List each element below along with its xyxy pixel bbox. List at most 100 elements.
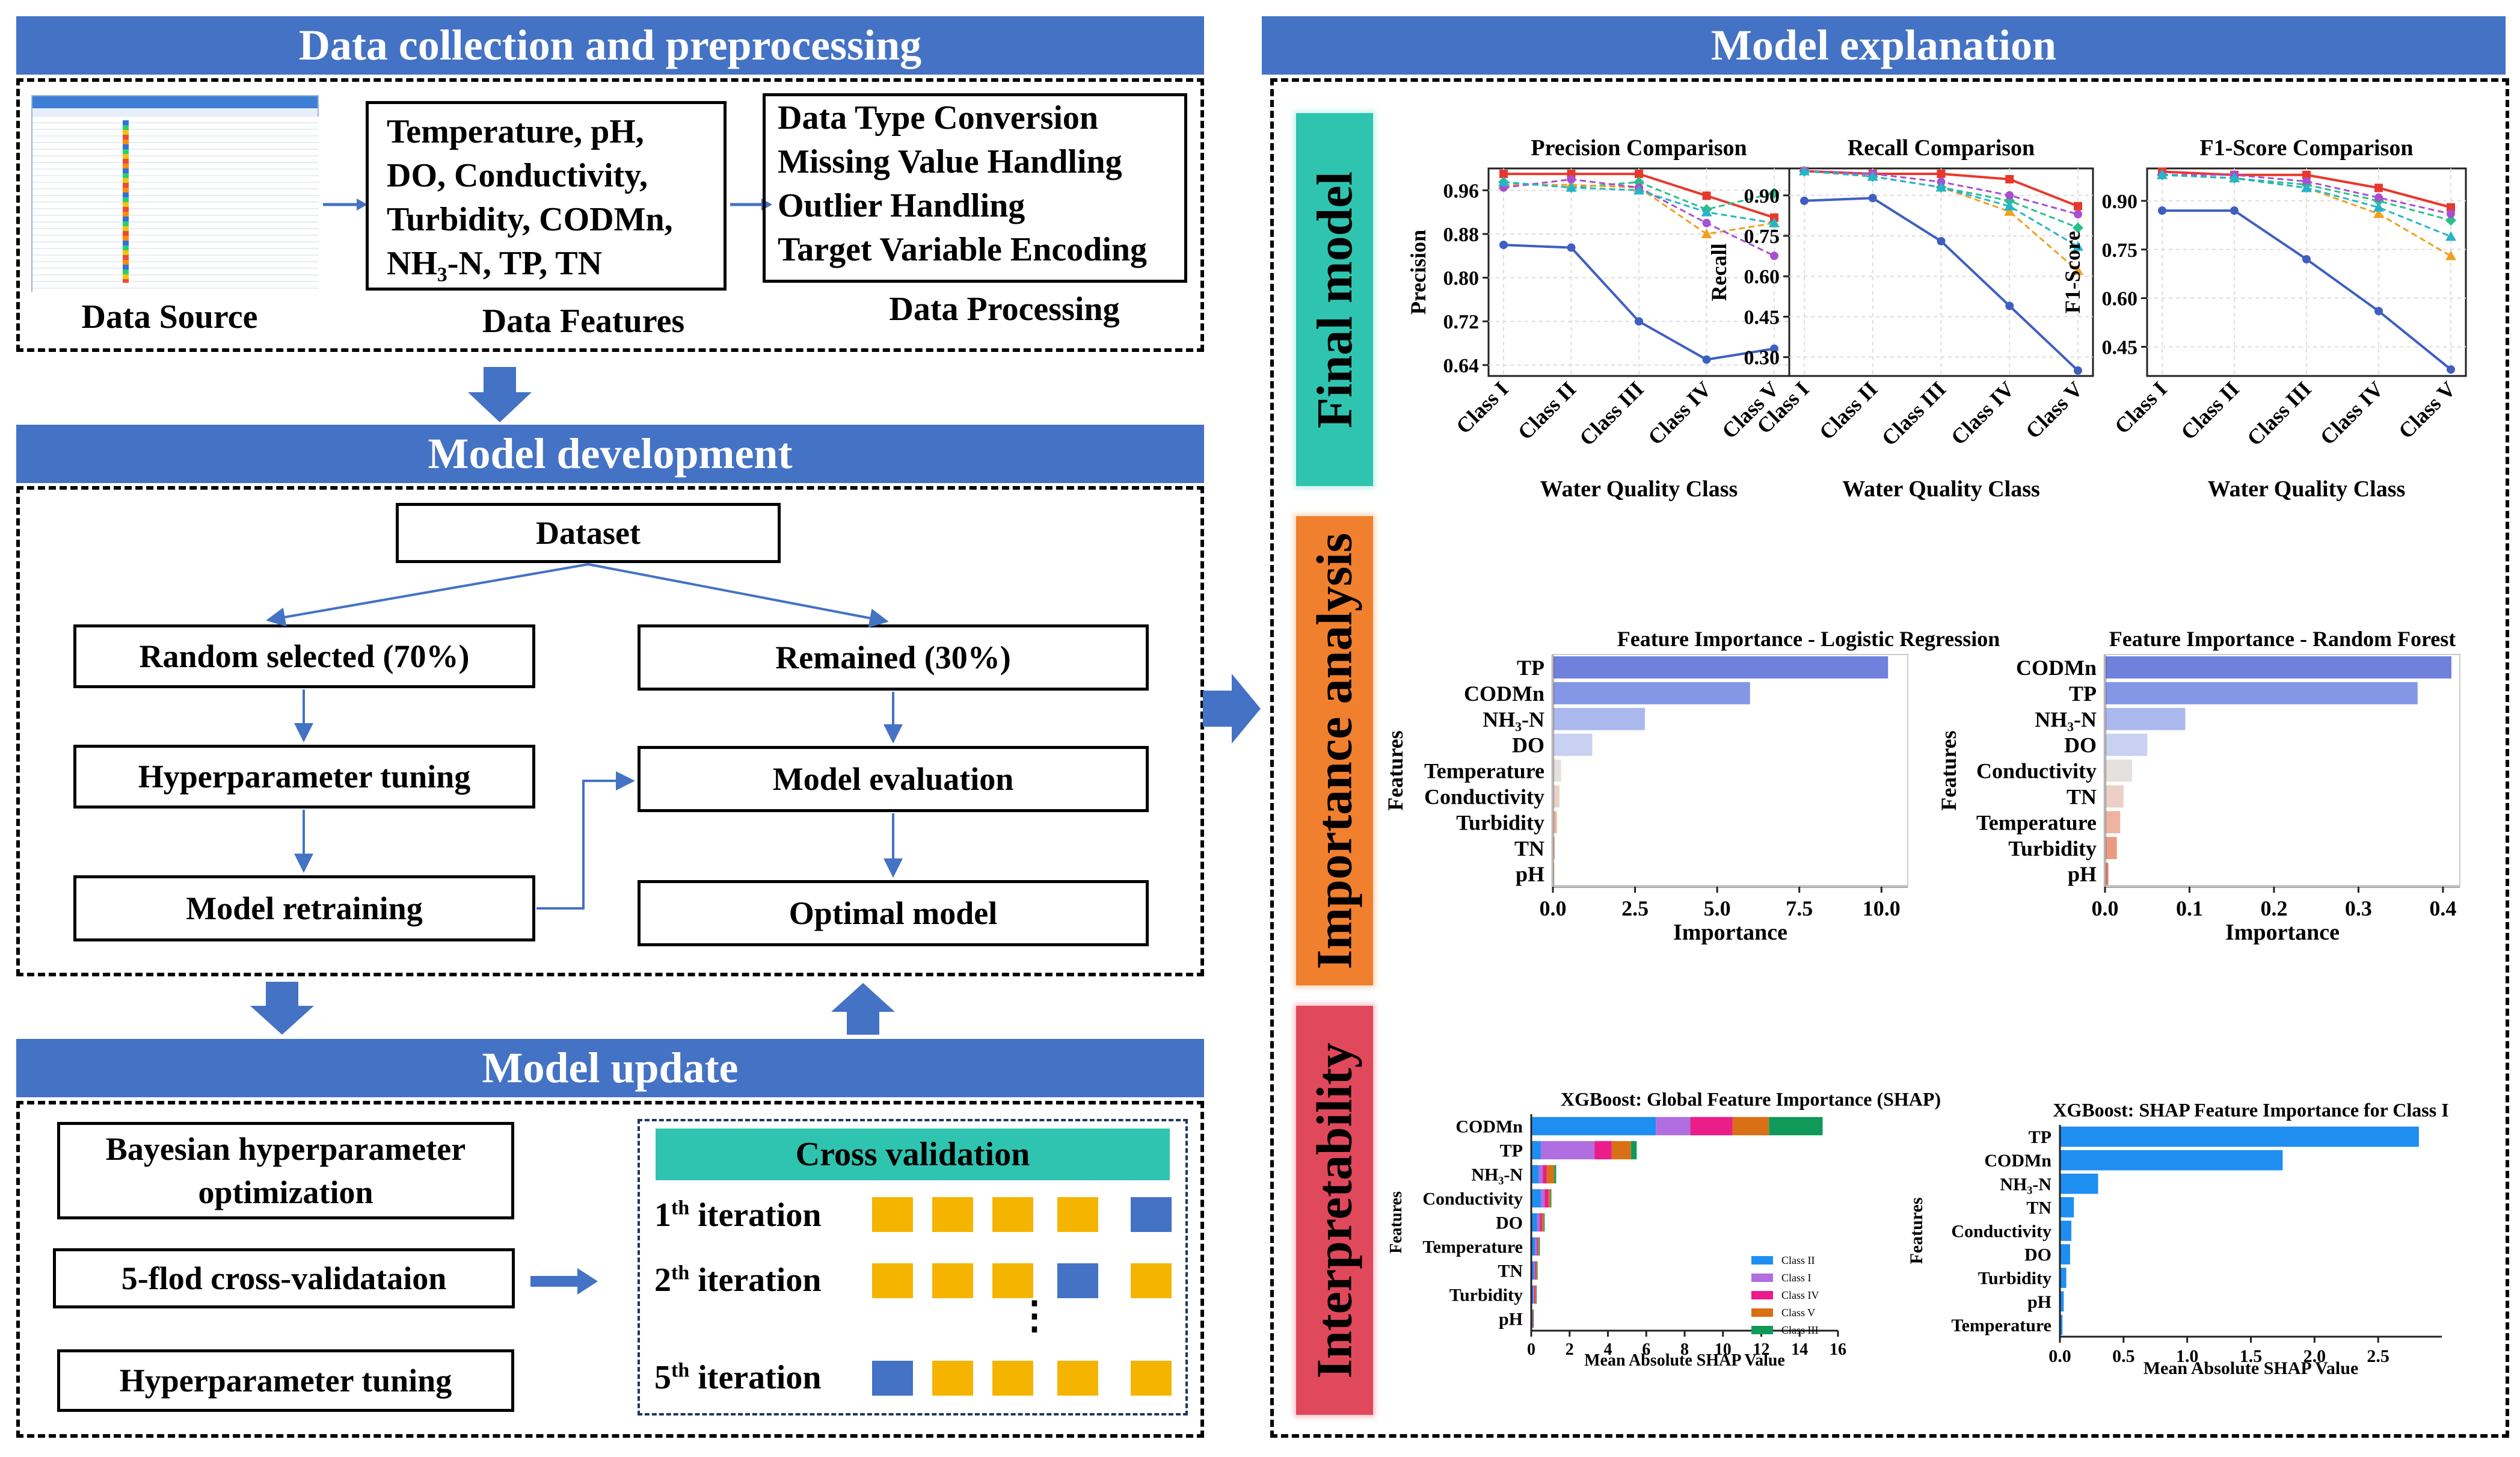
data-point <box>2445 231 2456 241</box>
bar-segment <box>1532 1309 1534 1328</box>
y-tick-label: 0.75 <box>1744 226 1780 248</box>
data-point <box>2158 206 2166 215</box>
bar-segment <box>1531 1141 1541 1160</box>
y-axis-label: Features <box>1907 1197 1926 1264</box>
data-source-thumbnail <box>31 95 319 292</box>
data-point <box>2005 301 2014 310</box>
data-point <box>1701 228 1712 238</box>
data-point <box>2229 173 2240 183</box>
tab-importance-analysis: Importance analysis <box>1296 516 1373 985</box>
y-tick-label: Conductivity <box>1976 759 2097 783</box>
legend-label: Class II <box>1781 1254 1815 1266</box>
y-tick-label: DO <box>1496 1213 1523 1233</box>
y-tick-label: pH <box>2027 1292 2051 1312</box>
x-tick-label: 0.1 <box>2176 896 2203 920</box>
development-panel <box>16 486 1204 976</box>
y-tick-label: 0.64 <box>1443 355 1480 377</box>
bar-segment <box>1538 1165 1543 1184</box>
bar <box>2105 863 2109 885</box>
data-point <box>2073 265 2083 276</box>
y-tick-label: Turbidity <box>1456 810 1544 834</box>
bar-segment <box>1656 1117 1691 1136</box>
explanation-header-label: Model explanation <box>1710 21 2057 69</box>
tab-final-model: Final model <box>1296 113 1373 486</box>
x-tick-label: Class IV <box>1946 377 2019 449</box>
data-point <box>2373 208 2384 218</box>
legend-swatch <box>1751 1308 1773 1317</box>
data-point <box>1935 182 1947 192</box>
fold-train <box>1057 1361 1098 1396</box>
y-tick-label: TN <box>1514 836 1544 860</box>
bar-segment <box>1531 1237 1535 1256</box>
x-axis-label: Importance <box>1673 920 1787 945</box>
bar <box>2060 1268 2067 1289</box>
bar-segment <box>1535 1285 1536 1304</box>
x-tick-label: 0.3 <box>2345 896 2372 920</box>
processing-line-4: Target Variable Encoding <box>778 231 1148 268</box>
y-tick-label: Temperature <box>1951 1316 2051 1335</box>
x-tick-label: 10 <box>1715 1340 1732 1359</box>
bar <box>1553 656 1888 679</box>
x-tick-label: 0.5 <box>2112 1346 2135 1366</box>
bar-segment <box>1543 1165 1547 1184</box>
data-point <box>1635 170 1643 179</box>
arrow-down-development <box>250 982 314 1035</box>
data-point <box>2074 202 2082 211</box>
arrow-to-cross-validation <box>530 1268 598 1295</box>
processing-line-3: Outlier Handling <box>778 187 1025 224</box>
data-point <box>2074 366 2082 375</box>
y-tick-label: pH <box>1516 862 1544 886</box>
y-tick-label: DO <box>2064 733 2097 757</box>
chart-title: Precision Comparison <box>1531 135 1747 161</box>
y-tick-label: NH₃-N <box>1471 1165 1523 1185</box>
update-header-label: Model update <box>482 1044 739 1092</box>
bayesian-line-2: optimization <box>198 1174 373 1210</box>
data-features-box: Temperature, pH, DO, Conductivity, Turbi… <box>366 101 727 291</box>
legend-swatch <box>1751 1256 1773 1264</box>
bar-segment <box>1535 1261 1537 1280</box>
bar-segment <box>1548 1189 1550 1208</box>
bar-segment <box>1535 1285 1537 1304</box>
data-point <box>2302 177 2311 186</box>
x-axis-label: Mean Absolute SHAP Value <box>1584 1351 1785 1370</box>
y-tick-label: 0.96 <box>1443 180 1480 202</box>
y-tick-label: Turbidity <box>1449 1286 1523 1305</box>
x-tick-label: 0 <box>1527 1340 1535 1359</box>
data-point <box>1499 241 1508 250</box>
x-tick-label: 8 <box>1680 1340 1689 1359</box>
data-point <box>2373 202 2384 212</box>
x-tick-label: Class III <box>1877 377 1950 450</box>
y-tick-label: 0.45 <box>1744 306 1780 328</box>
x-tick-label: 14 <box>1791 1340 1808 1359</box>
bar-segment <box>1630 1141 1637 1160</box>
update-panel <box>16 1101 1204 1438</box>
development-header-label: Model development <box>428 430 793 478</box>
data-point <box>1566 182 1577 192</box>
bar-segment <box>1531 1285 1534 1304</box>
data-point <box>1567 175 1576 184</box>
y-tick-label: 0.80 <box>1443 268 1480 290</box>
bar-segment <box>1540 1141 1595 1160</box>
y-axis-label: Features <box>1387 1191 1406 1254</box>
bar-segment <box>1531 1117 1656 1136</box>
bar-segment <box>1531 1213 1537 1232</box>
y-tick-label: pH <box>1499 1310 1523 1329</box>
chart-title: Feature Importance - Random Forest <box>2109 627 2456 651</box>
x-tick-label: 2.0 <box>2303 1346 2326 1366</box>
cross-validation-title: Cross validation <box>656 1129 1170 1180</box>
y-tick-label: TN <box>2026 1198 2051 1218</box>
y-axis-label: Features <box>1937 730 1961 810</box>
data-point <box>2230 206 2239 215</box>
bar <box>2105 707 2186 730</box>
x-axis-label: Importance <box>2225 920 2340 945</box>
bar-segment <box>1594 1141 1612 1160</box>
fold-test <box>872 1361 913 1396</box>
bar-segment <box>1540 1213 1542 1232</box>
data-point <box>2374 307 2383 316</box>
plot-frame <box>1552 654 1908 887</box>
legend-swatch <box>1751 1274 1773 1282</box>
y-tick-label: Temperature <box>1976 810 2097 834</box>
data-point <box>1702 191 1711 200</box>
legend-swatch <box>1751 1326 1773 1334</box>
collection-panel <box>16 78 1204 352</box>
